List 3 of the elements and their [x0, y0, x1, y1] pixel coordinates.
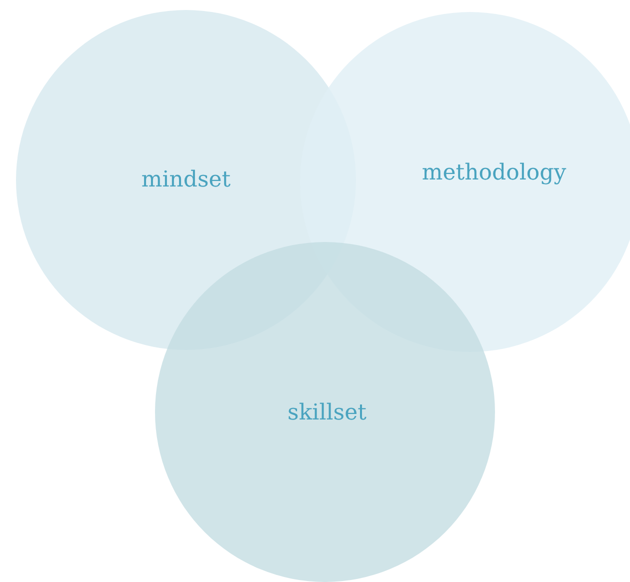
circle-label: mindset: [141, 168, 231, 192]
circle-label: skillset: [288, 400, 366, 426]
circle-label: methodology: [422, 160, 566, 186]
